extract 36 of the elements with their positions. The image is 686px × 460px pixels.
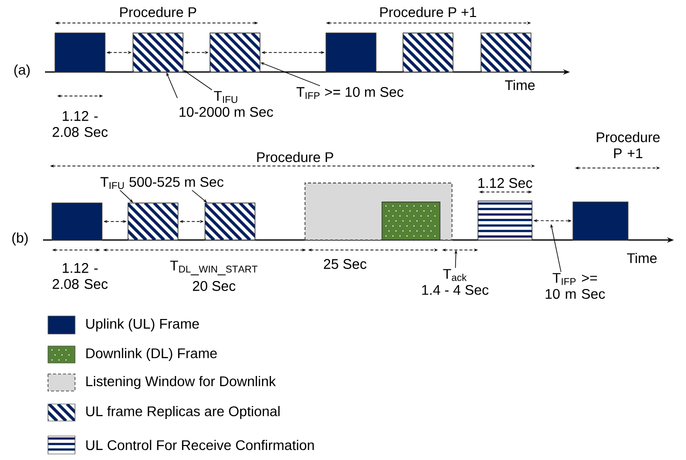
replica-frame [210, 32, 260, 72]
timing-label: Procedure P +1 [380, 6, 476, 18]
uplink-frame [54, 32, 106, 72]
replica-frame [204, 202, 256, 240]
timing-label: T$_{IFU}$ 500-525 m Sec [100, 176, 224, 189]
uplink-frame [326, 32, 376, 72]
timing-label: T$_{IFU}$ 10-2000 m Sec [180, 91, 274, 117]
timing-label: Time [627, 252, 657, 264]
replica-frame [132, 32, 184, 72]
replica-frame [402, 32, 454, 72]
timing-label: 25 Sec [324, 259, 366, 269]
replica-frame [128, 202, 178, 240]
uplink-frame [52, 202, 102, 240]
timing-label: 1.12 Sec [478, 178, 532, 188]
timing-label: Procedure P [257, 152, 334, 162]
timing-label: (a) [14, 64, 30, 78]
timing-label: $\mathrm{T}_{\mathrm{DL\_WIN\_START}}$ [170, 260, 258, 276]
control-frame [478, 200, 532, 240]
replica-frame [480, 32, 532, 72]
timing-label: Time [505, 80, 535, 90]
timing-label: T$_{ack}$ 1.4 - 4 Sec [422, 269, 488, 295]
timing-label: (b) [12, 232, 28, 246]
legend-text: UL Control For Receive Confirmation [86, 440, 314, 450]
downlink-frame [382, 202, 440, 240]
timing-label: Procedure P +1 [596, 132, 660, 158]
timing-label: 20 Sec [192, 281, 236, 291]
legend-text: Downlink (DL) Frame [86, 348, 217, 362]
legend-text: UL frame Replicas are Optional [86, 406, 280, 419]
timing-label: 1.12 - 2.08 Sec [52, 263, 108, 289]
timing-label: T$_{IFP}$ >= 10 m Sec [296, 87, 404, 99]
legend-text: Uplink (UL) Frame [86, 318, 199, 332]
legend-text: Listening Window for Downlink [86, 376, 276, 390]
timing-label: 1.12 - 2.08 Sec [52, 111, 108, 137]
uplink-frame [572, 202, 628, 240]
timing-label: T$_{IFP}$ >= 10 m Sec [546, 273, 605, 299]
timing-label: Procedure P [120, 6, 196, 18]
